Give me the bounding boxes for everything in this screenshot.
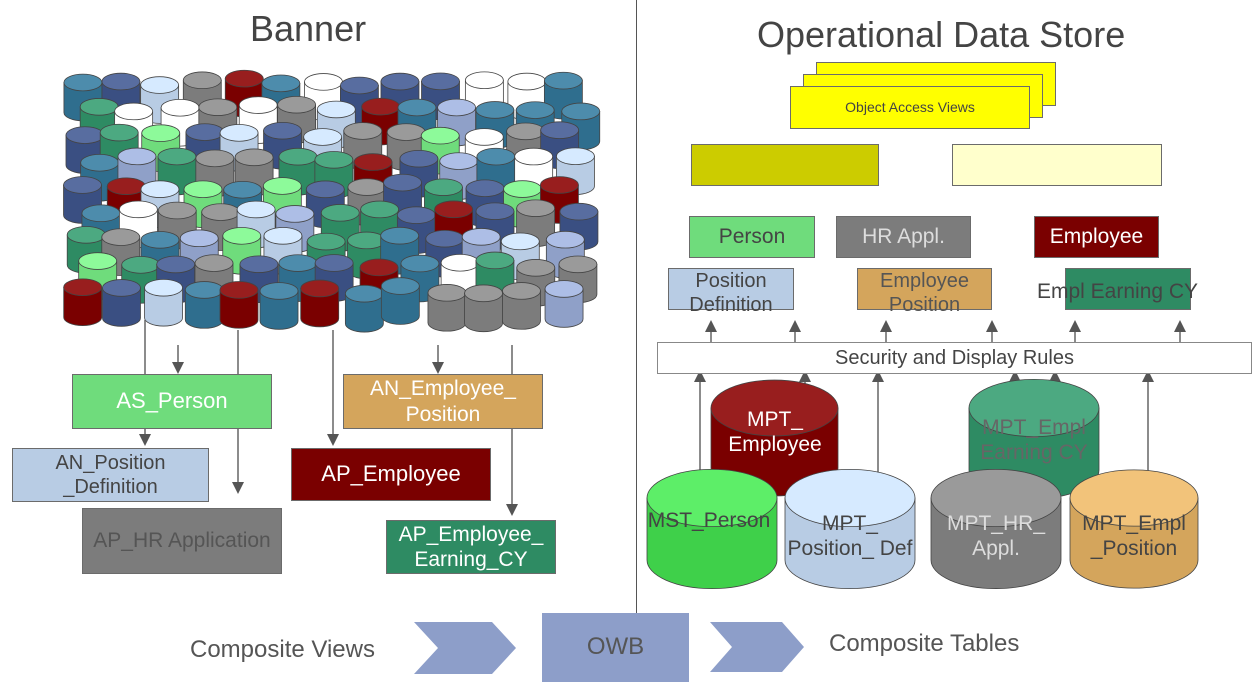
- mpt-hr-appl-cylinder: [930, 468, 1062, 589]
- banner-title: Banner: [250, 8, 367, 49]
- mpt-position-def-label: MPT_ Position_ Def: [787, 511, 913, 560]
- banner-db-cylinder: [344, 284, 384, 333]
- banner-db-cylinder: [502, 282, 541, 330]
- as-person-box: AS_Person: [72, 374, 272, 429]
- an-position-definition-box: AN_Position _Definition: [12, 448, 209, 502]
- mst-person-label: MST_Person: [647, 509, 771, 533]
- ap-employee-earning-cy-box: AP_Employee_ Earning_CY: [386, 520, 556, 574]
- center-divider: [636, 0, 637, 615]
- ap-hr-application-box: AP_HR Application: [82, 508, 282, 574]
- mpt-position-def-cylinder: [784, 468, 916, 589]
- banner-db-cylinder: [219, 281, 259, 329]
- composite-tables-label: Composite Tables: [829, 630, 1020, 657]
- banner-db-cylinder: [184, 281, 224, 329]
- mpt-empl-position-label: MPT_Empl _Position: [1082, 511, 1186, 560]
- composite-views-label: Composite Views: [190, 636, 375, 663]
- banner-db-cylinder: [300, 279, 340, 328]
- mpt-hr-appl-label: MPT_HR_ Appl.: [946, 511, 1046, 560]
- olive-box: [691, 144, 879, 186]
- banner-db-cylinder: [544, 280, 584, 328]
- mpt-employee-label: MPT_ Employee: [728, 407, 822, 456]
- ods-title: Operational Data Store: [757, 14, 1126, 55]
- banner-db-cylinder: [464, 284, 503, 333]
- empl-earning-cy-label: Empl Earning CY: [1037, 280, 1199, 303]
- banner-db-cylinder: [259, 282, 299, 330]
- mst-person-cylinder: [646, 468, 778, 589]
- banner-database-cluster: [63, 69, 601, 333]
- mpt-empl-earning-cy-label: MPT_Empl Earning CY: [980, 415, 1088, 464]
- banner-db-cylinder: [380, 277, 420, 325]
- security-display-rules-bar: Security and Display Rules: [657, 342, 1252, 374]
- empl-earning-cy-box: [1065, 268, 1191, 310]
- banner-db-cylinder: [63, 278, 103, 326]
- chevron-arrow-left: [414, 622, 516, 674]
- banner-db-cylinder: [144, 278, 183, 327]
- mpt-empl-position-cylinder: [1069, 469, 1199, 589]
- cream-box: [952, 144, 1162, 186]
- person-box: Person: [689, 216, 815, 258]
- ap-employee-box: AP_Employee: [291, 448, 491, 501]
- an-employee-position-box: AN_Employee_ Position: [343, 374, 543, 429]
- employee-box: Employee: [1034, 216, 1159, 258]
- chevron-arrow-right: [710, 622, 804, 672]
- banner-db-cylinder: [427, 284, 467, 332]
- banner-db-cylinder: [102, 279, 141, 327]
- owb-box: OWB: [542, 613, 689, 682]
- banner-db-cylinder: [556, 147, 595, 195]
- hr-appl-box: HR Appl.: [836, 216, 971, 258]
- object-access-views-box: Object Access Views: [790, 86, 1030, 129]
